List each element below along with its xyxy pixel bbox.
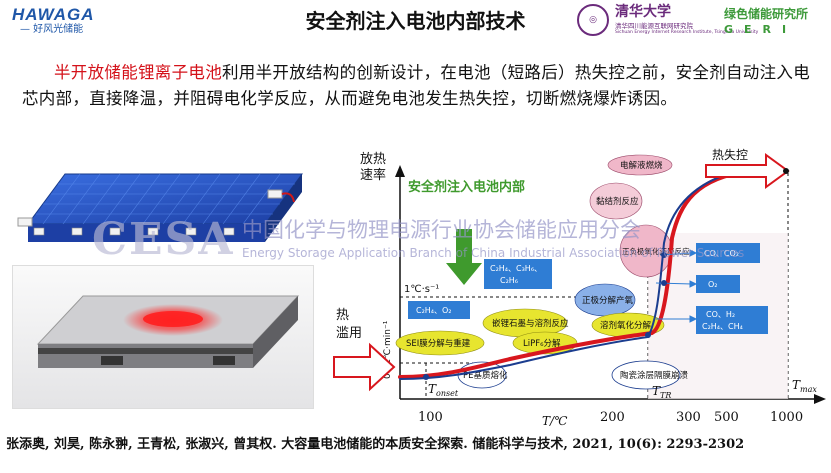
t-tr-label: TTR <box>652 384 671 400</box>
x-tick-500: 500 <box>714 410 739 425</box>
big-arrows <box>333 153 790 392</box>
t-onset-label: Tonset <box>428 382 459 398</box>
tsinghua-seal-icon: ◎ <box>577 4 609 36</box>
heat-abuse-arrow <box>333 342 396 392</box>
battery-pack-image <box>17 173 303 242</box>
bubble-electrolyte-combustion-label: 电解液燃烧 <box>620 160 663 171</box>
t-max-label: Tmax <box>792 378 817 394</box>
x-tick-1000: 1000 <box>770 410 803 425</box>
slide-title: 安全剂注入电池内部技术 <box>305 9 526 33</box>
y-axis-label-2: 速率 <box>360 167 386 183</box>
bubble-pe-label: PE基质熔化 <box>463 370 508 381</box>
gas-box-5 <box>696 306 768 334</box>
gas-box-5-line2: C₂H₄、CH₄ <box>702 322 743 331</box>
gas-box-4-text: O₂ <box>708 280 718 289</box>
bubble-sei <box>395 330 485 356</box>
inject-down-arrow <box>446 229 482 285</box>
x-tick-200: 200 <box>600 410 625 425</box>
bubble-sei-label: SEI膜分解与重建 <box>406 338 471 349</box>
gas-boxes: C₂H₄、C₃H₆、 C₂H₆ C₂H₄、O₂ CO、CO₂ O₂ CO、H₂ … <box>408 243 768 334</box>
heat-abuse-label-1: 热 <box>336 308 349 323</box>
description-text: 利用半开放结构的创新设计，在电池（短路后）热失控之前，安全剂自动注入电芯内部，直… <box>22 63 810 108</box>
gas-box-1 <box>484 259 552 289</box>
bubble-solvent-label: 溶剂氧化分解 <box>600 320 652 331</box>
gas-box-2-text: C₂H₄、O₂ <box>416 306 452 315</box>
heat-abuse-label-2: 滥用 <box>336 326 362 341</box>
tsinghua-name: 清华大学 <box>615 4 671 20</box>
y-axis-label: 放热 <box>360 152 386 167</box>
bubble-electrolyte-combustion <box>607 154 673 176</box>
tsinghua-institute: 清华四川能源互联网研究院 <box>615 22 693 30</box>
tsinghua-logo: ◎ 清华大学 清华四川能源互联网研究院 Sichuan Energy Inter… <box>577 4 758 38</box>
bubble-graphite-label: 嵌锂石墨与溶剂反应 <box>492 318 569 329</box>
bubble-binder <box>589 182 643 220</box>
hawaga-brand-text: HAWAGA <box>12 5 95 24</box>
gas-box-1-line2: C₂H₆ <box>500 276 518 285</box>
gas-box-5-line1: CO、H₂ <box>706 310 735 319</box>
x-axis-ticks: 100 200 300 500 1000 <box>418 410 803 425</box>
bubble-cathode-label: 正极分解产氧 <box>582 295 634 306</box>
highlight-term: 半开放储能锂离子电池 <box>54 63 222 82</box>
reaction-bubbles: 电解液燃烧 黏结剂反应 正负极氧化还原反应 正极分解产氧 嵌锂石墨与溶剂反应 溶… <box>395 154 690 390</box>
tsinghua-institute-en: Sichuan Energy Internet Research Institu… <box>615 30 759 35</box>
bubble-binder-label: 黏结剂反应 <box>596 196 639 207</box>
thermal-runaway-arrow <box>705 153 790 189</box>
geri-name-en: GERI <box>724 23 798 36</box>
red-curve <box>398 169 752 379</box>
bubble-lipf6-label: LiPF₆分解 <box>523 338 561 349</box>
inject-label: 安全剂注入电池内部 <box>408 179 525 195</box>
x-axis-label: T/℃ <box>542 414 568 428</box>
thermal-runaway-label: 热失控 <box>712 147 748 162</box>
geri-logo: 绿色储能研究所 GERI <box>724 6 828 38</box>
axis-rate-label: 0.02℃·min⁻¹ <box>383 320 393 379</box>
battery-pack-body <box>17 173 303 242</box>
thermal-runaway-diagram: 放热 速率 1℃·s⁻¹ 0.02℃·min⁻¹ 电解液燃烧 黏结剂反应 正负极… <box>333 147 826 428</box>
x-tick-300: 300 <box>676 410 701 425</box>
gas-box-3 <box>696 243 760 263</box>
rate-label: 1℃·s⁻¹ <box>404 284 439 295</box>
description-paragraph: 半开放储能锂离子电池利用半开放结构的创新设计，在电池（短路后）热失控之前，安全剂… <box>22 60 812 111</box>
hawaga-brand-sub: — 好风光储能 <box>20 24 84 35</box>
curve-dots <box>423 168 789 380</box>
bubble-ceramic <box>611 360 681 390</box>
gas-box-4 <box>696 275 740 293</box>
hawaga-logo: HAWAGA — 好风光储能 <box>12 6 112 36</box>
x-tick-100: 100 <box>418 410 443 425</box>
reference-citation: 张添奥, 刘昊, 陈永翀, 王青松, 张淑兴, 曾其权. 大容量电池储能的本质安… <box>6 437 745 452</box>
gas-box-1-line1: C₂H₄、C₃H₆、 <box>490 264 542 273</box>
bubble-redox-label: 正负极氧化还原反应 <box>622 246 690 256</box>
gas-box-3-text: CO、CO₂ <box>704 249 739 258</box>
bubble-ceramic-label: 陶瓷涂层隔膜崩溃 <box>620 370 689 381</box>
battery-cell-image <box>12 265 314 409</box>
battery-cell-graphic <box>36 295 300 368</box>
gas-box-2 <box>408 301 470 319</box>
geri-name-cn: 绿色储能研究所 <box>724 7 809 21</box>
